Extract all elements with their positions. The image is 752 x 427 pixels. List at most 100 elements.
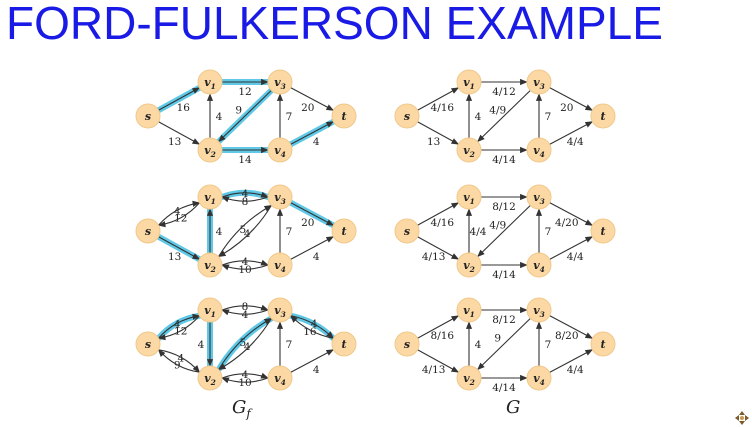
node-s bbox=[135, 103, 161, 129]
node-v4 bbox=[267, 365, 293, 391]
edge-s-v1 bbox=[417, 315, 460, 339]
edge-label: 4/4 bbox=[470, 226, 487, 238]
node-v1 bbox=[456, 184, 482, 210]
edge-s-v2 bbox=[158, 236, 201, 260]
node-v4 bbox=[267, 137, 293, 163]
edge-label: 7 bbox=[286, 339, 293, 351]
edge-label: 5 bbox=[239, 337, 246, 349]
edge-label: 16 bbox=[177, 102, 191, 114]
edge-label: 4/13 bbox=[422, 364, 446, 376]
node-v4 bbox=[526, 137, 552, 163]
edge-v4-t bbox=[290, 121, 335, 145]
node-label: t bbox=[600, 110, 605, 123]
node-t bbox=[331, 218, 357, 244]
edge-s-v2 bbox=[417, 349, 460, 373]
edge-label: 7 bbox=[545, 111, 552, 123]
edge-label: 13 bbox=[168, 251, 181, 263]
node-t bbox=[590, 218, 616, 244]
edge-v3-v2 bbox=[217, 205, 272, 258]
node-v2 bbox=[197, 365, 223, 391]
edge-s-v1 bbox=[417, 87, 460, 111]
navigation-arrows-icon[interactable] bbox=[734, 410, 750, 426]
edge-label: 4/14 bbox=[492, 154, 516, 166]
edge-s-v1 bbox=[417, 202, 460, 226]
edge-v2-v4 bbox=[221, 372, 269, 379]
edge-label: 9 bbox=[494, 333, 501, 345]
edge-label: 4/13 bbox=[422, 251, 446, 263]
edge-v4-t bbox=[549, 121, 594, 145]
edge-v3-v2 bbox=[477, 89, 531, 143]
node-t bbox=[331, 331, 357, 357]
edge-label: 5 bbox=[239, 224, 246, 236]
edge-label: 20 bbox=[301, 217, 314, 229]
node-label: v3 bbox=[274, 76, 286, 91]
edge-v1-s bbox=[157, 202, 200, 228]
node-v1 bbox=[197, 184, 223, 210]
edge-label: 4 bbox=[475, 339, 482, 351]
node-label: v3 bbox=[533, 76, 545, 91]
node-label: v3 bbox=[274, 304, 286, 319]
edge-label: 8/12 bbox=[492, 201, 516, 213]
node-v2 bbox=[197, 252, 223, 278]
edge-label: 4 bbox=[242, 188, 249, 200]
edge-label: 4 bbox=[244, 341, 251, 353]
edge-v3-v1 bbox=[221, 309, 269, 316]
node-v3 bbox=[526, 184, 552, 210]
edge-t-v3 bbox=[290, 315, 334, 339]
node-label: v1 bbox=[204, 76, 216, 91]
edge-v3-v2 bbox=[477, 204, 531, 258]
edge-v3-t bbox=[549, 202, 594, 226]
edge-label: 4 bbox=[177, 353, 184, 365]
edge-v1-v3 bbox=[221, 191, 269, 198]
node-v2 bbox=[456, 365, 482, 391]
edge-label: 4 bbox=[216, 111, 223, 123]
edge-v3-v2 bbox=[218, 89, 272, 143]
node-label: v2 bbox=[204, 144, 216, 159]
edge-v4-t bbox=[290, 236, 335, 260]
node-v2 bbox=[456, 252, 482, 278]
edge-label: 8 bbox=[242, 301, 249, 313]
node-label: t bbox=[341, 338, 346, 351]
edge-v3-v1 bbox=[221, 196, 269, 203]
caption-subscript: f bbox=[246, 406, 251, 421]
node-v3 bbox=[267, 297, 293, 323]
node-v1 bbox=[456, 69, 482, 95]
edge-label: 4 bbox=[198, 339, 205, 351]
edge-label: 4/4 bbox=[567, 364, 584, 376]
edge-v4-t bbox=[549, 349, 594, 373]
node-v3 bbox=[267, 69, 293, 95]
edge-label: 7 bbox=[545, 339, 552, 351]
edge-s-v2 bbox=[158, 121, 201, 145]
node-v4 bbox=[526, 365, 552, 391]
edge-label: 20 bbox=[301, 102, 314, 114]
edge-label: 4 bbox=[313, 251, 320, 263]
node-label: v4 bbox=[274, 144, 286, 159]
edge-label: 4/12 bbox=[492, 86, 516, 98]
edge-label: 4/16 bbox=[431, 102, 455, 114]
edge-s-v2 bbox=[417, 236, 460, 260]
edge-label: 4 bbox=[174, 206, 181, 218]
node-label: v1 bbox=[463, 304, 475, 319]
edge-label: 13 bbox=[427, 136, 440, 148]
edge-label: 4 bbox=[174, 319, 181, 331]
edge-label: 4 bbox=[242, 256, 249, 268]
edge-label: 4/4 bbox=[567, 251, 584, 263]
edge-label: 4/4 bbox=[567, 136, 584, 148]
node-label: v1 bbox=[463, 76, 475, 91]
edge-label: 4 bbox=[216, 226, 223, 238]
edge-label: 8/12 bbox=[492, 314, 516, 326]
node-label: v3 bbox=[533, 191, 545, 206]
edge-v3-t bbox=[549, 315, 594, 339]
edge-v2-s bbox=[158, 349, 200, 373]
node-label: v2 bbox=[204, 372, 216, 387]
edge-label: 14 bbox=[238, 154, 252, 166]
node-label: t bbox=[600, 338, 605, 351]
node-v4 bbox=[267, 252, 293, 278]
node-label: s bbox=[404, 338, 410, 351]
edge-v4-v2 bbox=[221, 264, 269, 271]
